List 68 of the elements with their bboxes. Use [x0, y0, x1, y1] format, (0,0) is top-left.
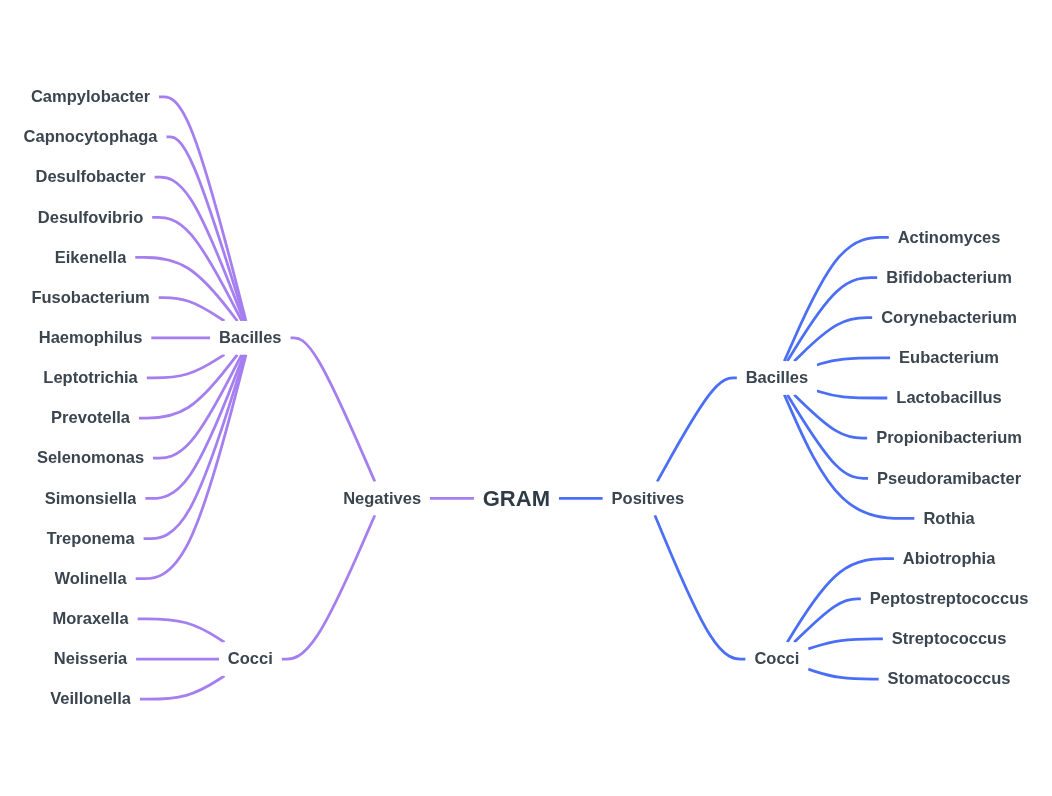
node-text: Moraxella	[52, 608, 129, 628]
connector	[786, 393, 869, 480]
connector	[153, 353, 243, 460]
node-text: Propionibacterium	[876, 427, 1022, 447]
node-text: Rothia	[923, 508, 975, 528]
connector	[145, 354, 246, 500]
connector	[146, 353, 226, 380]
node-text: Haemophilus	[38, 327, 143, 347]
connector	[655, 376, 737, 483]
node-text: Corynebacterium	[881, 307, 1017, 327]
node-text: Veillonella	[50, 689, 131, 708]
connector	[816, 389, 888, 400]
node-text: Fusobacterium	[31, 287, 150, 307]
connector	[783, 394, 915, 520]
connector	[166, 135, 247, 322]
node-text: Neisseria	[53, 648, 128, 668]
connector	[158, 296, 226, 323]
node-text: Wolinella	[54, 568, 127, 588]
connector	[653, 514, 746, 661]
node-text: Pseudoramibacter	[877, 468, 1022, 487]
node-text: Treponema	[46, 528, 135, 548]
connector	[793, 316, 873, 363]
connector	[429, 497, 474, 500]
node-text: Stomatococcus	[887, 668, 1011, 688]
connector	[135, 256, 239, 322]
node-text: Desulfobacter	[35, 166, 146, 186]
node-text: Peptostreptococcus	[869, 588, 1029, 608]
node-text: Capnocytophaga	[23, 126, 158, 146]
connector	[152, 215, 243, 322]
connector	[159, 95, 248, 322]
node-text: Selenomonas	[36, 448, 145, 467]
connector	[793, 597, 861, 644]
connector	[151, 336, 211, 340]
node-text: Eikenella	[54, 247, 127, 266]
connector	[816, 356, 891, 367]
connector	[135, 354, 248, 581]
node-text: Negatives	[343, 488, 422, 507]
connector	[290, 336, 377, 483]
node-text: Lactobacillus	[896, 387, 1002, 407]
node-text: Eubacterium	[899, 347, 1000, 367]
node-text: GRAM	[482, 486, 550, 511]
node-text: Abiotrophia	[902, 548, 996, 568]
node-text: Actinomyces	[897, 227, 1001, 246]
connector	[807, 667, 879, 681]
connector	[786, 557, 894, 643]
node-text: Cocci	[227, 648, 273, 668]
connector	[783, 235, 889, 362]
node-text: Desulfovibrio	[37, 207, 144, 226]
node-text: Positives	[611, 488, 685, 507]
node-text: Leptotrichia	[43, 367, 138, 387]
connector	[154, 175, 246, 322]
node-text: Campylobacter	[30, 86, 151, 106]
node-text: Prevotella	[51, 407, 131, 427]
connector	[281, 514, 377, 661]
connector	[139, 674, 226, 701]
node-text: Simonsiella	[44, 488, 137, 507]
connector	[807, 637, 883, 651]
connector	[786, 276, 878, 362]
node-text: Cocci	[754, 648, 800, 668]
node-text: Bifidobacterium	[886, 267, 1012, 287]
connector	[558, 497, 603, 500]
connector	[143, 354, 247, 540]
node-text: Streptococcus	[891, 628, 1007, 648]
node-text: Bacilles	[745, 367, 809, 387]
connector	[137, 617, 226, 644]
connector	[136, 657, 220, 661]
connector	[138, 353, 239, 420]
connector	[793, 393, 868, 440]
